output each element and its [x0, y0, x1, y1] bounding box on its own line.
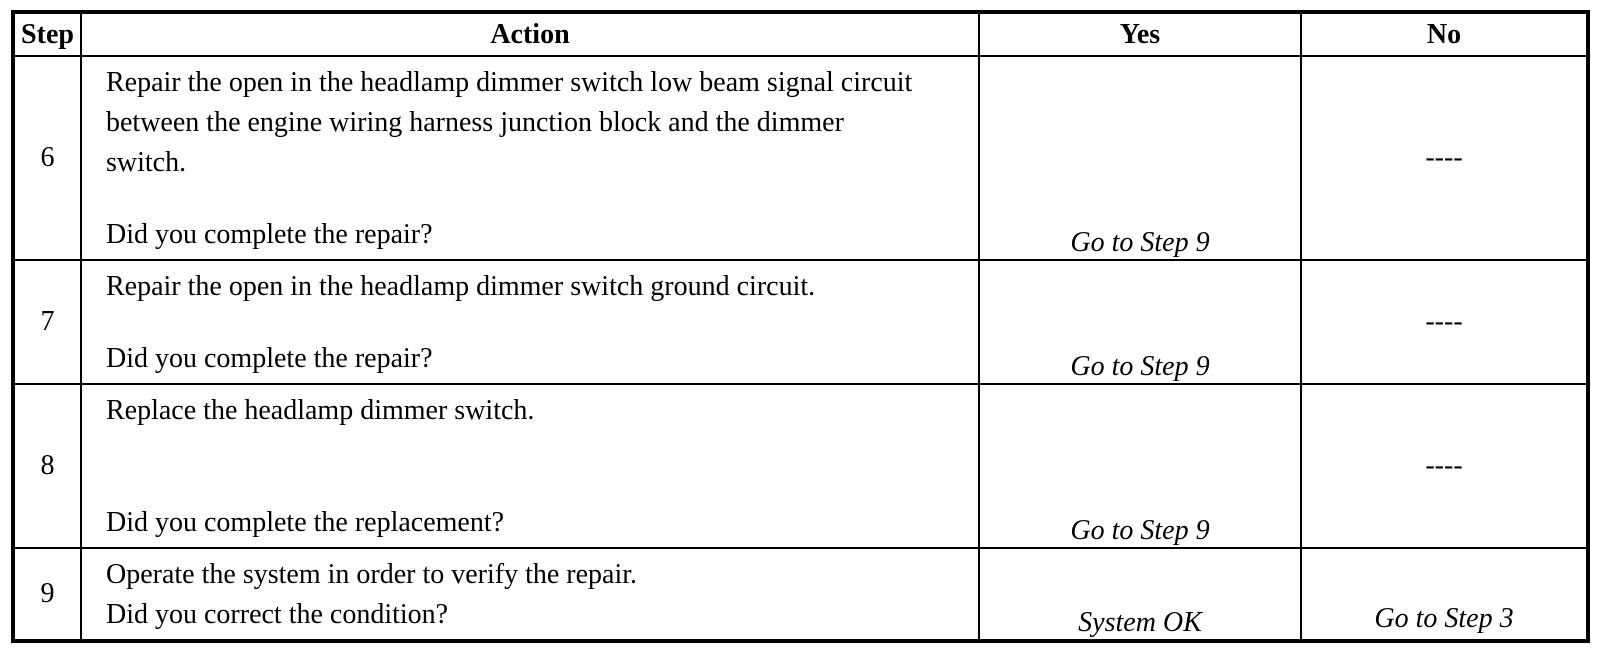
action-cell: Repair the open in the headlamp dimmer s… — [80, 55, 980, 261]
question-text: Did you complete the repair? — [106, 343, 433, 374]
action-cell: Operate the system in order to verify th… — [80, 547, 980, 642]
no-result: ---- — [1300, 259, 1589, 385]
header-yes: Yes — [978, 11, 1302, 57]
question-text: Did you correct the condition? — [106, 599, 449, 630]
header-action: Action — [80, 11, 980, 57]
yes-result: Go to Step 9 — [978, 55, 1302, 261]
yes-result: Go to Step 9 — [978, 383, 1302, 549]
action-text: Operate the system in order to verify th… — [106, 559, 638, 590]
no-result: ---- — [1300, 55, 1589, 261]
action-cell: Replace the headlamp dimmer switch. Did … — [80, 383, 980, 549]
table-row: 6 Repair the open in the headlamp dimmer… — [12, 55, 1589, 261]
action-text: Repair the open in the headlamp dimmer s… — [106, 271, 816, 302]
question-text: Did you complete the repair? — [106, 219, 433, 250]
no-result: Go to Step 3 — [1300, 547, 1589, 642]
step-number: 9 — [12, 547, 82, 642]
header-step: Step — [12, 11, 82, 57]
diagnostic-table: Step Action Yes No 6 Repair the open in … — [11, 10, 1590, 643]
action-cell: Repair the open in the headlamp dimmer s… — [80, 259, 980, 385]
yes-result: Go to Step 9 — [978, 259, 1302, 385]
action-text: Replace the headlamp dimmer switch. — [106, 395, 535, 426]
table-row: 7 Repair the open in the headlamp dimmer… — [12, 259, 1589, 385]
step-number: 6 — [12, 55, 82, 261]
yes-result: System OK — [978, 547, 1302, 642]
step-number: 8 — [12, 383, 82, 549]
table-row: 8 Replace the headlamp dimmer switch. Di… — [12, 383, 1589, 549]
table-row: 9 Operate the system in order to verify … — [12, 547, 1589, 642]
step-number: 7 — [12, 259, 82, 385]
action-text: Repair the open in the headlamp dimmer s… — [106, 67, 913, 178]
no-result: ---- — [1300, 383, 1589, 549]
table-header-row: Step Action Yes No — [12, 11, 1589, 57]
question-text: Did you complete the replacement? — [106, 507, 505, 538]
header-no: No — [1300, 11, 1589, 57]
